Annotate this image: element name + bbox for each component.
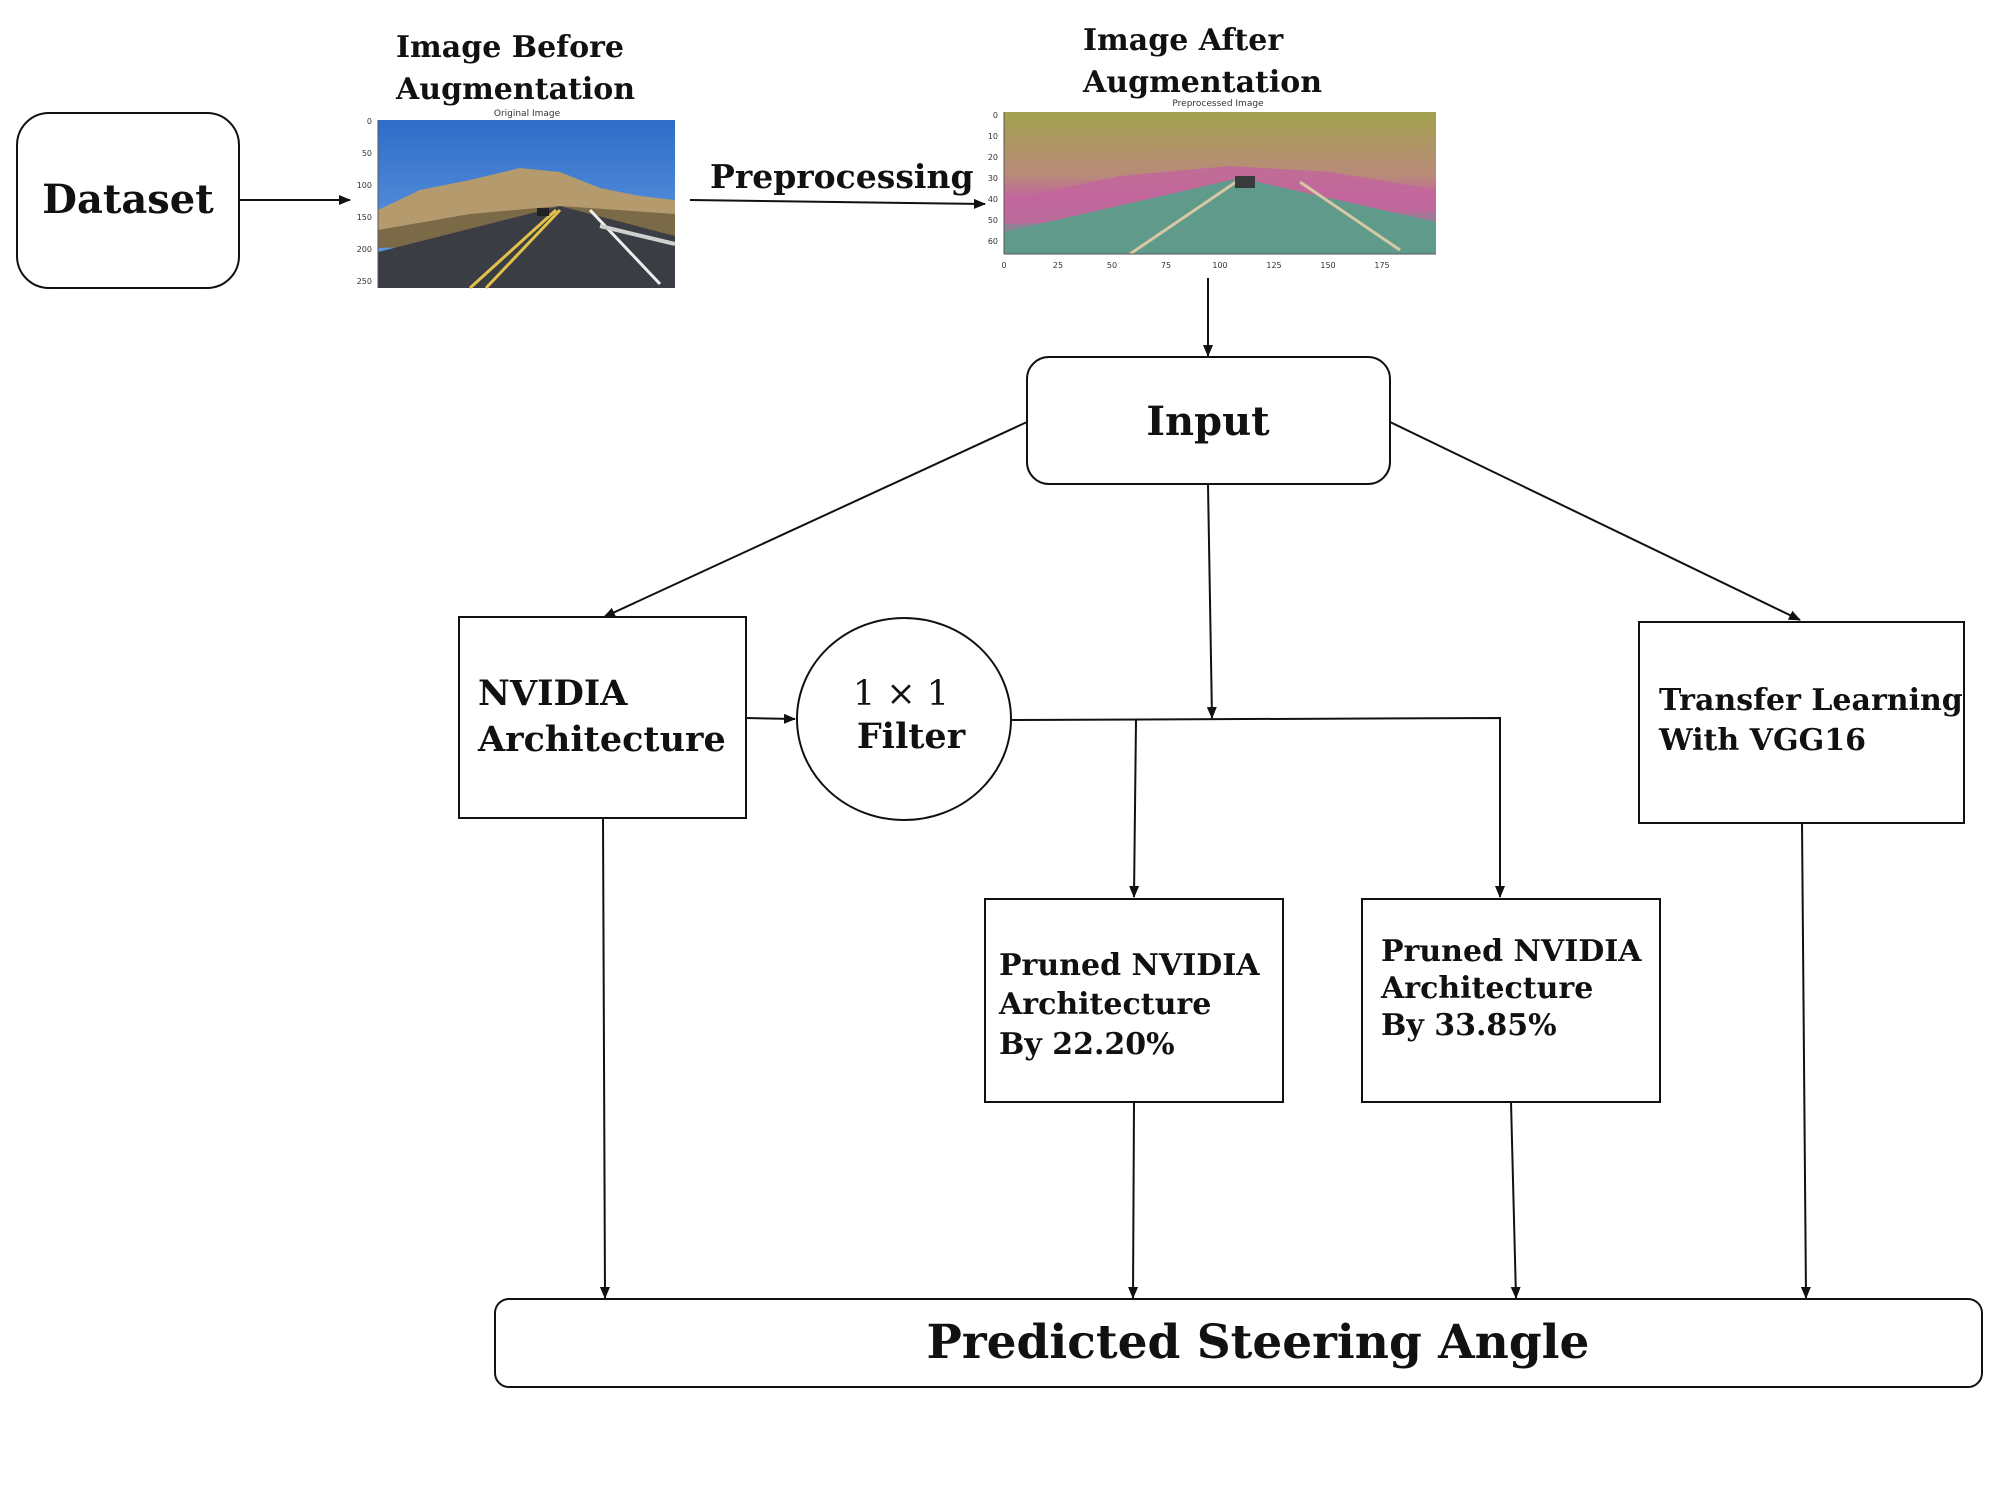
edge-transfer-to-output: [1800, 822, 1811, 1299]
output-label: Predicted Steering Angle: [927, 1315, 1590, 1370]
svg-text:By 22.20%: By 22.20%: [999, 1027, 1175, 1062]
edge-preprocessing: [689, 198, 986, 209]
edge-filter-bus-to-pruned-b: [1010, 716, 1505, 898]
edge-filter-bus-to-pruned-a: [1129, 719, 1140, 898]
svg-text:Pruned NVIDIA: Pruned NVIDIA: [1381, 934, 1642, 969]
svg-text:By 33.85%: By 33.85%: [1381, 1008, 1557, 1043]
svg-text:With VGG16: With VGG16: [1658, 723, 1866, 758]
svg-text:50: 50: [362, 149, 372, 158]
predicted-steering-angle-node: Predicted Steering Angle: [494, 1298, 1983, 1388]
svg-text:175: 175: [1374, 261, 1389, 270]
svg-text:0: 0: [1001, 261, 1006, 270]
edge-nvidia-to-filter: [745, 713, 796, 724]
edge-input-to-junction: [1206, 483, 1217, 719]
svg-text:Architecture: Architecture: [477, 719, 726, 760]
original-image-title: Original Image: [494, 109, 561, 119]
svg-text:150: 150: [357, 213, 372, 222]
image-before-caption: Image Before Augmentation: [395, 30, 635, 107]
svg-text:50: 50: [988, 216, 998, 225]
svg-text:Pruned NVIDIA: Pruned NVIDIA: [999, 948, 1260, 983]
svg-text:1 × 1: 1 × 1: [853, 674, 949, 714]
nvidia-architecture-node: NVIDIA Architecture: [458, 616, 747, 819]
svg-text:250: 250: [357, 277, 372, 286]
svg-text:10: 10: [988, 132, 998, 141]
svg-text:NVIDIA: NVIDIA: [478, 673, 628, 714]
preprocessing-label: Preprocessing: [710, 157, 974, 196]
svg-text:Architecture: Architecture: [1380, 971, 1593, 1006]
svg-text:150: 150: [1320, 261, 1335, 270]
svg-text:Image After: Image After: [1083, 23, 1284, 58]
dataset-node: Dataset: [16, 112, 240, 289]
svg-text:Augmentation: Augmentation: [1082, 65, 1322, 100]
input-node: Input: [1026, 356, 1391, 485]
transfer-learning-node: Transfer Learning With VGG16: [1638, 621, 1965, 824]
edge-nvidia-to-output: [599, 817, 610, 1299]
svg-text:Architecture: Architecture: [998, 987, 1211, 1022]
svg-text:100: 100: [1212, 261, 1227, 270]
svg-text:Transfer Learning: Transfer Learning: [1659, 683, 1963, 718]
svg-text:50: 50: [1107, 261, 1117, 270]
svg-text:75: 75: [1161, 261, 1171, 270]
dataset-label: Dataset: [42, 176, 214, 223]
svg-text:200: 200: [357, 245, 372, 254]
svg-text:Filter: Filter: [857, 716, 966, 757]
pruned-nvidia-33-node: Pruned NVIDIA Architecture By 33.85%: [1361, 898, 1661, 1103]
edge-pruned-a-to-output: [1128, 1101, 1139, 1299]
svg-text:Augmentation: Augmentation: [395, 72, 635, 107]
edge-input-to-transfer: [1389, 421, 1801, 621]
input-label: Input: [1146, 398, 1270, 445]
svg-text:40: 40: [988, 195, 998, 204]
svg-text:30: 30: [988, 174, 998, 183]
original-image-thumbnail: Original Image 0 50 100 150 200 250: [357, 109, 676, 290]
svg-text:125: 125: [1266, 261, 1281, 270]
svg-text:100: 100: [357, 181, 372, 190]
svg-text:0: 0: [993, 111, 998, 120]
preprocessed-image-thumbnail: Preprocessed Image 0 10 20 30 40 50 60 0…: [988, 99, 1436, 270]
svg-text:20: 20: [988, 153, 998, 162]
pruned-nvidia-22-node: Pruned NVIDIA Architecture By 22.20%: [984, 898, 1284, 1103]
edge-pruned-b-to-output: [1510, 1101, 1521, 1299]
svg-text:0: 0: [367, 117, 372, 126]
svg-text:60: 60: [988, 237, 998, 246]
svg-text:25: 25: [1053, 261, 1063, 270]
filter-node: 1 × 1 Filter: [796, 617, 1012, 821]
svg-text:Image Before: Image Before: [396, 30, 624, 65]
edge-input-to-nvidia: [603, 421, 1028, 618]
preprocessed-image-title: Preprocessed Image: [1172, 99, 1264, 109]
image-after-caption: Image After Augmentation: [1082, 23, 1322, 100]
